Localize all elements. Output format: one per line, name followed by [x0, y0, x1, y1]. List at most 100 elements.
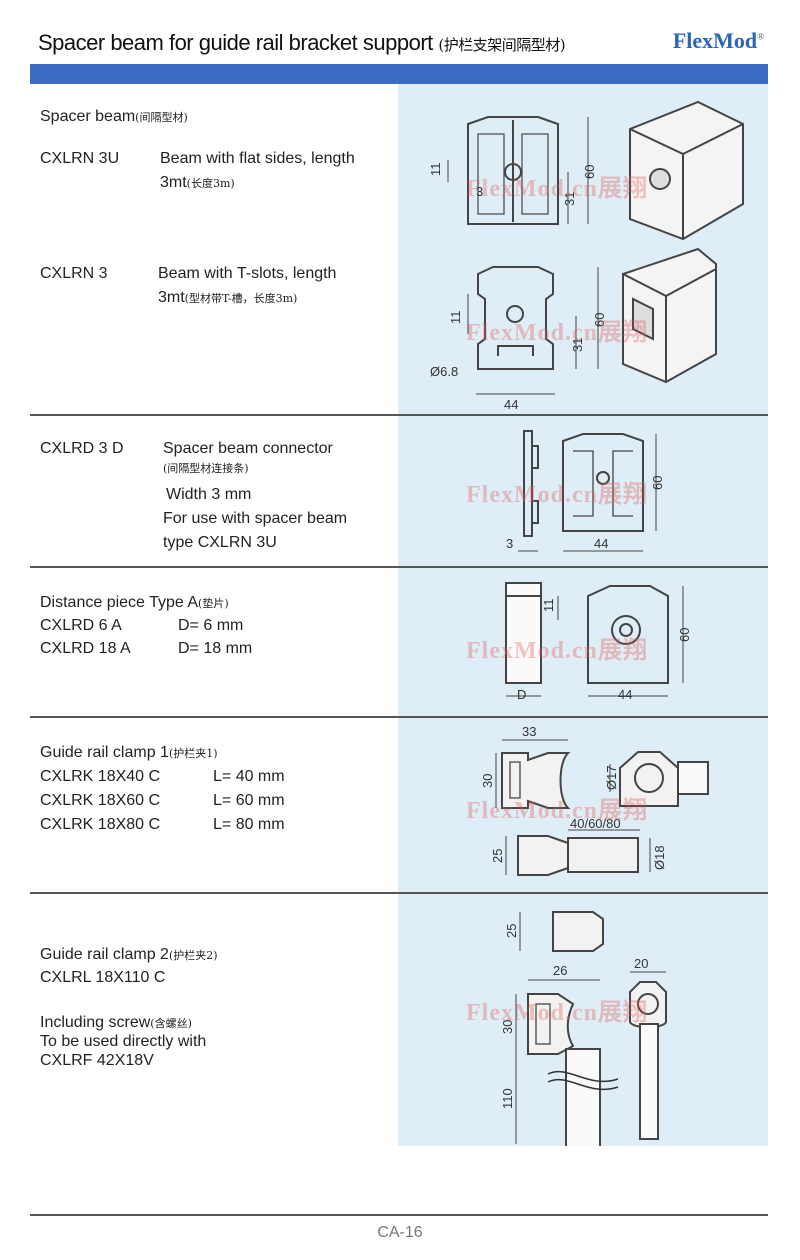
section2-desc: Spacer beam connector	[163, 440, 333, 457]
section4-title-en: Guide rail clamp 1	[40, 744, 169, 761]
dim-11-a: 11	[428, 163, 443, 177]
section5-code: CXLRL 18X110 C	[40, 969, 166, 986]
dim-26: 26	[553, 963, 567, 978]
item-desc-cxlrn-3: Beam with T-slots, length	[158, 265, 337, 282]
section3-drawing-panel	[398, 568, 768, 716]
section1-drawings: 60 31 11 3 44 60 31 11 Ø6.8	[428, 100, 744, 412]
row-code-cxlrk-40: CXLRK 18X40 C	[40, 768, 161, 785]
row-value-cxlrd-18a: D= 18 mm	[178, 640, 253, 657]
watermark-3: FlexMod.cn展翔	[466, 482, 648, 508]
section2-line3: For use with spacer beam	[163, 510, 348, 527]
dim-33: 33	[522, 724, 536, 739]
header-bar	[30, 64, 768, 84]
section3-title: Distance piece Type A(垫片)	[40, 594, 229, 612]
section2-line4: type CXLRN 3U	[163, 534, 277, 551]
tslot-beam-3d	[622, 247, 717, 384]
clamp2-top	[552, 911, 604, 952]
section1-title-en: Spacer beam	[40, 108, 136, 125]
section5-title: Guide rail clamp 2(护栏夹2)	[40, 946, 218, 964]
section2-code: CXLRD 3 D	[40, 440, 124, 457]
item-desc2b-cn: (型材带T-槽，长度3m)	[184, 292, 298, 305]
clamp1-length-view	[517, 835, 639, 876]
section5-line1-cn: (含螺丝)	[150, 1017, 192, 1030]
item-desc2-en: 3mt	[160, 174, 187, 191]
dim-20: 20	[634, 956, 648, 971]
footer-divider	[30, 1214, 768, 1216]
dim-30-b: 30	[500, 1020, 515, 1034]
divider-3	[30, 716, 768, 718]
dim-6-8: Ø6.8	[430, 364, 458, 379]
dim-44-d: 44	[618, 687, 632, 702]
title-en: Spacer beam for guide rail bracket suppo…	[38, 30, 433, 55]
section1-title-cn: (间隔型材)	[135, 111, 188, 124]
connector-front-view	[562, 433, 644, 532]
distance-piece-front	[587, 585, 669, 684]
item-desc-cxlrn-3u: Beam with flat sides, length	[160, 150, 355, 167]
dim-31-b: 31	[570, 338, 585, 352]
clamp1-front	[619, 751, 709, 807]
item-desc2-cxlrn-3: 3mt(型材带T-槽，长度3m)	[158, 289, 297, 307]
section1-title: Spacer beam(间隔型材)	[40, 108, 188, 126]
tslot-beam-section	[477, 266, 554, 370]
row-code-cxlrd-18a: CXLRD 18 A	[40, 640, 131, 657]
section4-title: Guide rail clamp 1(护栏夹1)	[40, 744, 218, 762]
clamp2-front	[629, 981, 667, 1140]
dim-25-b: 25	[504, 924, 519, 938]
brand-name: FlexMod	[672, 28, 758, 53]
distance-piece-side	[505, 582, 542, 684]
watermark-5: FlexMod.cn展翔	[466, 798, 648, 824]
dim-d: D	[517, 687, 526, 702]
clamp1-side	[501, 752, 571, 809]
section2-drawings: 60 44 3	[506, 430, 665, 552]
dim-3-c: 3	[506, 536, 513, 551]
divider-1	[30, 414, 768, 416]
item-desc2b-en: 3mt	[158, 289, 185, 306]
dim-60-c: 60	[650, 476, 665, 490]
dim-30-a: 30	[480, 774, 495, 788]
item-desc2-cxlrn-3u: 3mt(长度3m)	[160, 174, 235, 192]
section3-title-cn: (垫片)	[198, 597, 229, 610]
row-value-cxlrk-80: L= 80 mm	[213, 816, 285, 833]
section5-line1: Including screw(含螺丝)	[40, 1014, 192, 1032]
clamp2-side	[527, 993, 601, 1146]
section5-line3: CXLRF 42X18V	[40, 1052, 154, 1069]
divider-4	[30, 892, 768, 894]
dim-60-a: 60	[582, 165, 597, 179]
section2-desc-cn: (间隔型材连接条)	[163, 462, 249, 475]
row-value-cxlrk-40: L= 40 mm	[213, 768, 285, 785]
section4-title-cn: (护栏夹1)	[168, 747, 218, 760]
dim-25-a: 25	[490, 849, 505, 863]
dim-44-c: 44	[594, 536, 608, 551]
section3-title-en: Distance piece Type A	[40, 594, 199, 611]
row-code-cxlrk-80: CXLRK 18X80 C	[40, 816, 161, 833]
row-code-cxlrk-60: CXLRK 18X60 C	[40, 792, 161, 809]
page-title: Spacer beam for guide rail bracket suppo…	[38, 30, 566, 56]
section5-line2: To be used directly with	[40, 1033, 207, 1050]
dim-11-b: 11	[448, 311, 463, 325]
row-code-cxlrd-6a: CXLRD 6 A	[40, 617, 122, 634]
connector-side-view	[523, 430, 539, 537]
page-number: CA-16	[377, 1224, 423, 1241]
brand-mark: ®	[757, 31, 764, 42]
item-code-cxlrn-3: CXLRN 3	[40, 265, 108, 282]
watermark-1: FlexMod.cn展翔	[466, 176, 648, 202]
row-value-cxlrk-60: L= 60 mm	[213, 792, 285, 809]
section2-drawing-panel	[398, 416, 768, 566]
item-desc2-cn: (长度3m)	[186, 177, 235, 190]
brand-logo: FlexMod®	[673, 28, 764, 54]
dim-60-b: 60	[592, 313, 607, 327]
section2-line2: Width 3 mm	[166, 486, 252, 503]
section5-drawings: 25 26 30 110 20	[500, 911, 667, 1146]
dim-3-a: 3	[476, 184, 483, 199]
dim-31-a: 31	[562, 192, 577, 206]
flat-beam-3d	[629, 100, 744, 241]
dim-60-d: 60	[677, 628, 692, 642]
dim-18: Ø18	[652, 845, 667, 870]
watermark-2: FlexMod.cn展翔	[466, 320, 648, 346]
dim-11-d: 11	[541, 599, 556, 613]
dim-44-a: 44	[504, 397, 518, 412]
row-value-cxlrd-6a: D= 6 mm	[178, 617, 244, 634]
divider-2	[30, 566, 768, 568]
section4-drawings: 33 30 Ø17 40/60/80 25 Ø18	[480, 724, 709, 876]
dim-17: Ø17	[604, 765, 619, 790]
